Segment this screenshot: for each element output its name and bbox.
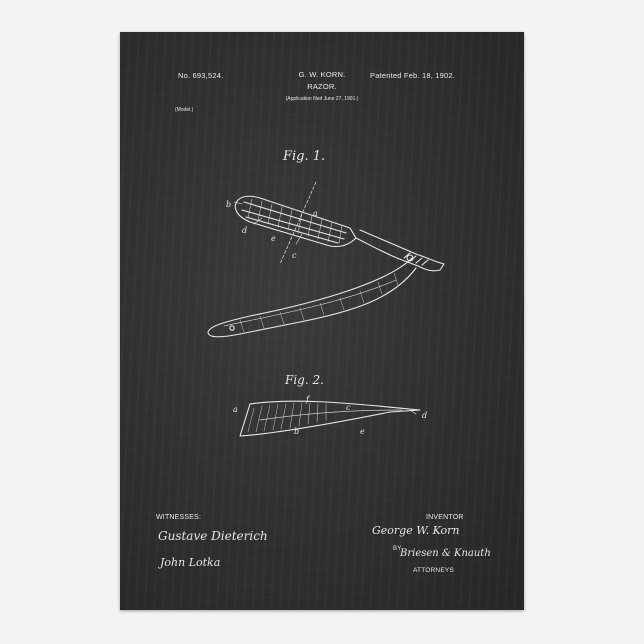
witnesses-label: WITNESSES:: [156, 514, 201, 521]
fig-2-label: Fig. 2.: [284, 373, 324, 387]
figure-1-razor: [208, 182, 444, 337]
attorney-signature: Briesen & Knauth: [400, 548, 491, 559]
patent-drawing: Fig. 1. Fig. 2. b a d e c a f c d b e: [120, 32, 524, 610]
figure-2-section: [240, 401, 420, 436]
fig2-letter-e: e: [360, 427, 365, 436]
fig2-letter-f: f: [305, 395, 311, 404]
fig-1-label: Fig. 1.: [282, 149, 325, 164]
witness-1-signature: Gustave Dieterich: [158, 529, 268, 543]
fig2-letter-d: d: [422, 411, 427, 420]
inventor-signature: George W. Korn: [372, 524, 460, 537]
patent-poster: No. 693,524. G. W. KORN. RAZOR. Patented…: [120, 32, 524, 610]
fig1-letter-e: e: [271, 234, 276, 243]
attorneys-label: ATTORNEYS: [413, 567, 454, 574]
inventor-label: INVENTOR: [426, 514, 464, 521]
fig1-letter-c: c: [292, 251, 297, 260]
fig2-letter-a: a: [233, 405, 238, 414]
fig1-letter-b: b: [226, 200, 231, 209]
fig1-letter-a: a: [313, 209, 318, 218]
fig2-letter-b: b: [294, 427, 299, 436]
fig1-letter-d: d: [242, 226, 247, 235]
witness-2-signature: John Lotka: [160, 556, 220, 569]
fig2-letter-c: c: [346, 403, 351, 412]
